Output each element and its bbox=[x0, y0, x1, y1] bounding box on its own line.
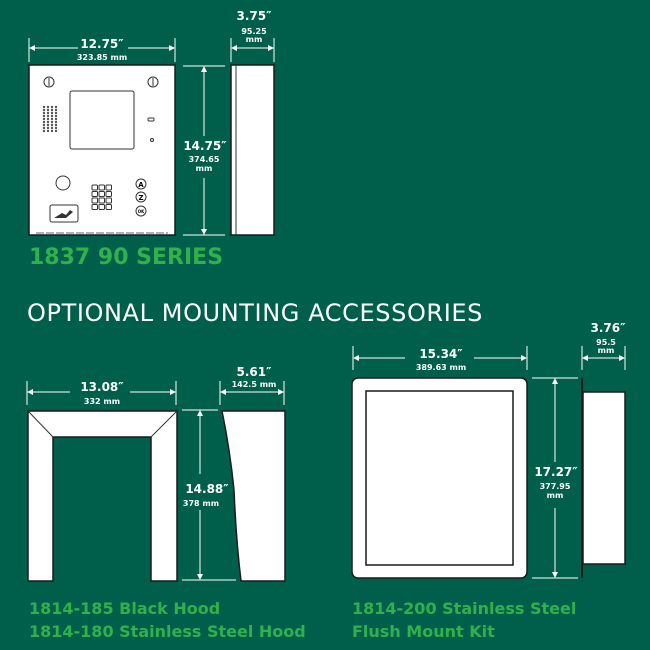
svg-text:323.85 mm: 323.85 mm bbox=[77, 53, 127, 62]
grille-hole bbox=[46, 114, 50, 118]
main-unit-front: A Z OK bbox=[28, 64, 176, 236]
grille-hole bbox=[54, 114, 58, 118]
grille-hole bbox=[46, 120, 50, 124]
hood-side bbox=[221, 410, 286, 582]
grille-hole bbox=[50, 120, 54, 124]
svg-text:377.95: 377.95 bbox=[540, 482, 571, 491]
function-keys: A Z OK bbox=[135, 178, 147, 217]
svg-text:389.63 mm: 389.63 mm bbox=[416, 363, 466, 372]
svg-text:OK: OK bbox=[138, 209, 145, 214]
keypad-key bbox=[105, 197, 112, 204]
grille-hole bbox=[50, 105, 54, 109]
grille-hole bbox=[42, 117, 46, 121]
grille-hole bbox=[50, 129, 54, 133]
grille-hole bbox=[42, 126, 46, 130]
grille-hole bbox=[42, 120, 46, 124]
svg-text:A: A bbox=[138, 181, 144, 189]
svg-text:142.5 mm: 142.5 mm bbox=[232, 380, 277, 389]
grille-hole bbox=[54, 117, 58, 121]
grille-hole bbox=[54, 126, 58, 130]
main-width-dimension: 12.75″ 323.85 mm bbox=[28, 37, 176, 62]
keypad-key bbox=[98, 191, 105, 197]
keypad-key bbox=[91, 204, 98, 210]
grille-hole bbox=[50, 117, 54, 121]
flush-height-dimension: 17.27″ 377.95 mm bbox=[532, 377, 578, 579]
keypad-key bbox=[98, 197, 105, 204]
svg-text:95.25: 95.25 bbox=[241, 27, 267, 36]
hood-front bbox=[27, 410, 178, 582]
grille-hole bbox=[54, 129, 58, 133]
grille-hole bbox=[42, 111, 46, 115]
speaker-grille-icon bbox=[42, 105, 58, 133]
grille-hole bbox=[54, 105, 58, 109]
card-reader-icon bbox=[49, 204, 79, 223]
hood-label-stainless: 1814-180 Stainless Steel Hood bbox=[29, 622, 306, 641]
svg-text:12.75″: 12.75″ bbox=[80, 37, 124, 51]
flush-kit-side bbox=[581, 378, 626, 578]
hood-height-dimension: 14.88″ 378 mm bbox=[182, 409, 236, 581]
svg-text:14.88″: 14.88″ bbox=[185, 482, 229, 496]
keypad-key bbox=[98, 184, 105, 191]
svg-text:13.08″: 13.08″ bbox=[80, 380, 124, 394]
flush-kit-front bbox=[351, 377, 528, 579]
section-heading: OPTIONAL MOUNTING ACCESSORIES bbox=[27, 299, 483, 327]
main-unit-side bbox=[230, 64, 275, 236]
grille-hole bbox=[42, 114, 46, 118]
keypad-key bbox=[91, 191, 98, 197]
svg-text:14.75″: 14.75″ bbox=[183, 139, 227, 153]
grille-hole bbox=[46, 117, 50, 121]
svg-text:378 mm: 378 mm bbox=[183, 499, 219, 508]
grille-hole bbox=[54, 108, 58, 112]
hood-label-black: 1814-185 Black Hood bbox=[29, 599, 220, 618]
keypad-key bbox=[91, 184, 98, 191]
svg-text:15.34″: 15.34″ bbox=[419, 347, 463, 361]
grille-hole bbox=[42, 108, 46, 112]
flush-kit-label-1: 1814-200 Stainless Steel bbox=[352, 599, 576, 618]
flush-width-dimension: 15.34″ 389.63 mm bbox=[352, 346, 528, 372]
grille-hole bbox=[50, 114, 54, 118]
grille-hole bbox=[50, 126, 54, 130]
flush-depth-dimension: 3.76″ 95.5 mm bbox=[581, 321, 627, 370]
svg-text:3.76″: 3.76″ bbox=[591, 321, 627, 335]
keypad-key bbox=[91, 197, 98, 204]
grille-hole bbox=[54, 120, 58, 124]
grille-hole bbox=[46, 108, 50, 112]
grille-hole bbox=[50, 123, 54, 127]
svg-text:332 mm: 332 mm bbox=[84, 397, 120, 406]
grille-hole bbox=[42, 123, 46, 127]
grille-hole bbox=[42, 129, 46, 133]
keypad-key bbox=[105, 184, 112, 191]
keypad-key bbox=[98, 204, 105, 210]
svg-text:mm: mm bbox=[246, 35, 263, 44]
keypad-key bbox=[105, 204, 112, 210]
main-unit-title: 1837 90 SERIES bbox=[29, 245, 223, 270]
svg-text:mm: mm bbox=[196, 164, 213, 173]
grille-hole bbox=[50, 108, 54, 112]
grille-hole bbox=[46, 129, 50, 133]
keypad-key bbox=[105, 191, 112, 197]
flush-kit-label-2: Flush Mount Kit bbox=[352, 622, 495, 641]
grille-hole bbox=[50, 111, 54, 115]
hood-depth-dimension: 5.61″ 142.5 mm bbox=[219, 365, 285, 405]
svg-text:Z: Z bbox=[138, 194, 143, 202]
grille-hole bbox=[42, 105, 46, 109]
hood-width-dimension: 13.08″ 332 mm bbox=[26, 380, 177, 406]
svg-text:5.61″: 5.61″ bbox=[237, 365, 273, 379]
grille-hole bbox=[46, 126, 50, 130]
main-height-dimension: 14.75″ 374.65 mm bbox=[183, 65, 227, 236]
svg-text:95.5: 95.5 bbox=[596, 338, 616, 347]
grille-hole bbox=[54, 111, 58, 115]
grille-hole bbox=[46, 111, 50, 115]
display-screen bbox=[69, 90, 135, 150]
svg-text:mm: mm bbox=[598, 346, 615, 355]
grille-hole bbox=[46, 105, 50, 109]
svg-text:3.75″: 3.75″ bbox=[237, 9, 273, 23]
grille-hole bbox=[54, 123, 58, 127]
svg-text:mm: mm bbox=[547, 491, 564, 500]
main-depth-dimension: 3.75″ 95.25 mm bbox=[230, 9, 275, 62]
grille-hole bbox=[46, 123, 50, 127]
keypad-icon bbox=[91, 184, 112, 210]
svg-text:374.65: 374.65 bbox=[189, 155, 220, 164]
svg-text:17.27″: 17.27″ bbox=[534, 465, 578, 479]
